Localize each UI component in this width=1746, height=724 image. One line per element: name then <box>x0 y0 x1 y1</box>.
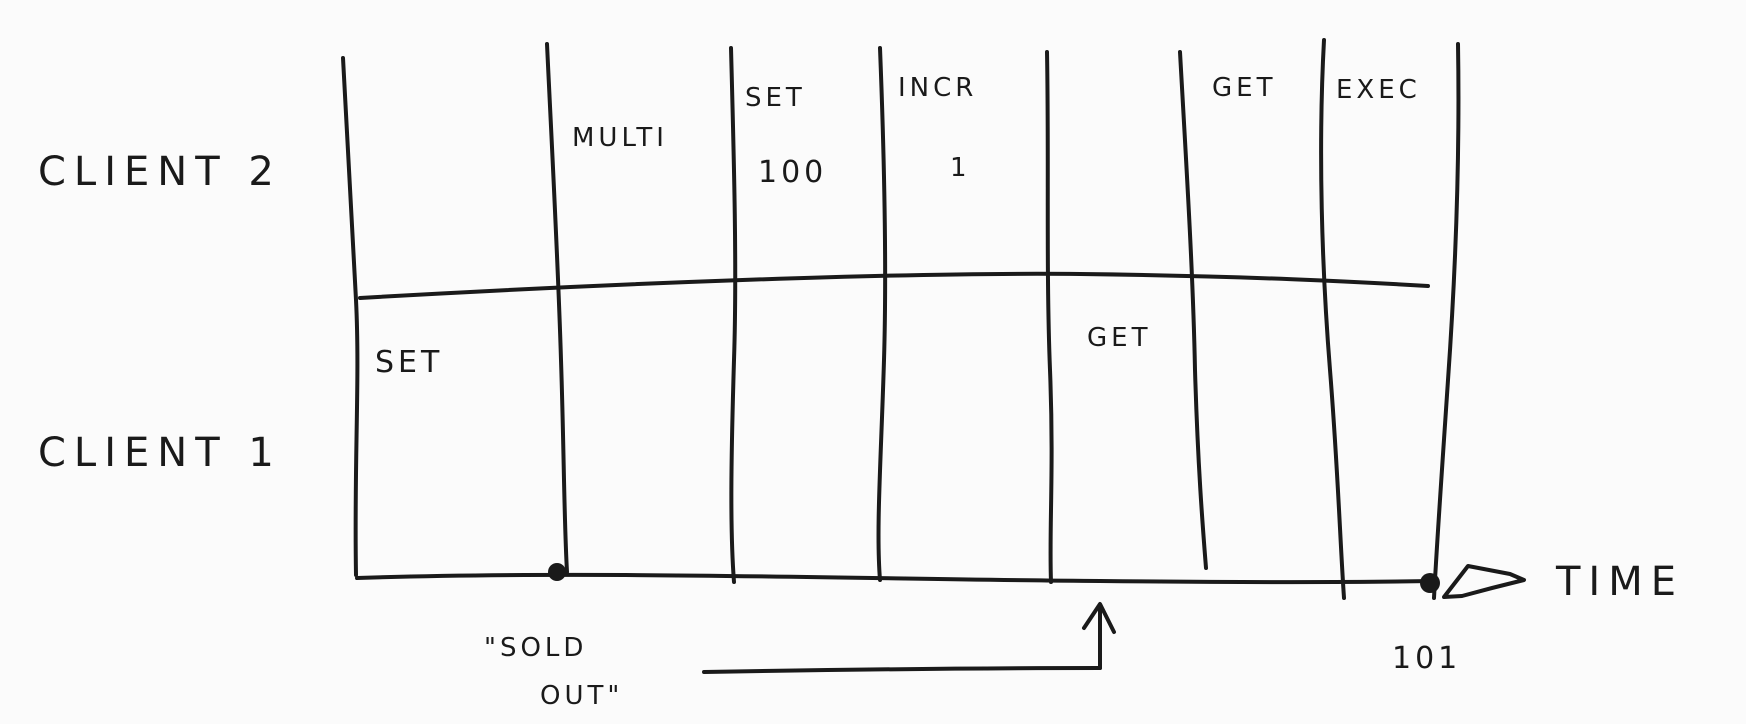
sold-out-annotation-line2: OUT" <box>540 681 623 711</box>
time-axis-label: TIME <box>1555 559 1684 605</box>
time-axis <box>355 572 1434 585</box>
event-multi: MULTI <box>572 123 668 153</box>
time-divider-6 <box>1178 50 1208 570</box>
sold-out-annotation-line1: "SOLD <box>484 633 587 663</box>
sold-out-marker <box>548 563 566 581</box>
time-divider-4 <box>876 46 888 582</box>
event-get-client1: GET <box>1087 323 1151 353</box>
end-value-annotation: 101 <box>1392 641 1461 676</box>
time-divider-8 <box>1432 42 1461 600</box>
time-divider-3 <box>729 46 738 584</box>
lane-label-client1: CLIENT 1 <box>38 430 282 476</box>
event-set-value: 100 <box>758 155 827 190</box>
event-set-client1: SET <box>375 345 443 380</box>
event-set-client2: SET <box>745 83 806 113</box>
time-divider-5 <box>1045 50 1054 584</box>
lane-separator <box>358 271 1430 300</box>
event-exec: EXEC <box>1336 75 1421 105</box>
event-get-client2: GET <box>1212 73 1276 103</box>
sold-out-bracket-line <box>702 666 1102 674</box>
time-divider-1 <box>341 56 360 577</box>
up-arrow <box>1082 602 1116 670</box>
event-incr-value: 1 <box>950 153 971 183</box>
time-divider-2 <box>545 42 569 574</box>
lane-label-client2: CLIENT 2 <box>38 149 282 195</box>
time-divider-7 <box>1319 38 1346 600</box>
time-axis-arrowhead <box>1442 564 1526 599</box>
end-marker <box>1420 573 1440 593</box>
event-incr: INCR <box>898 73 977 103</box>
